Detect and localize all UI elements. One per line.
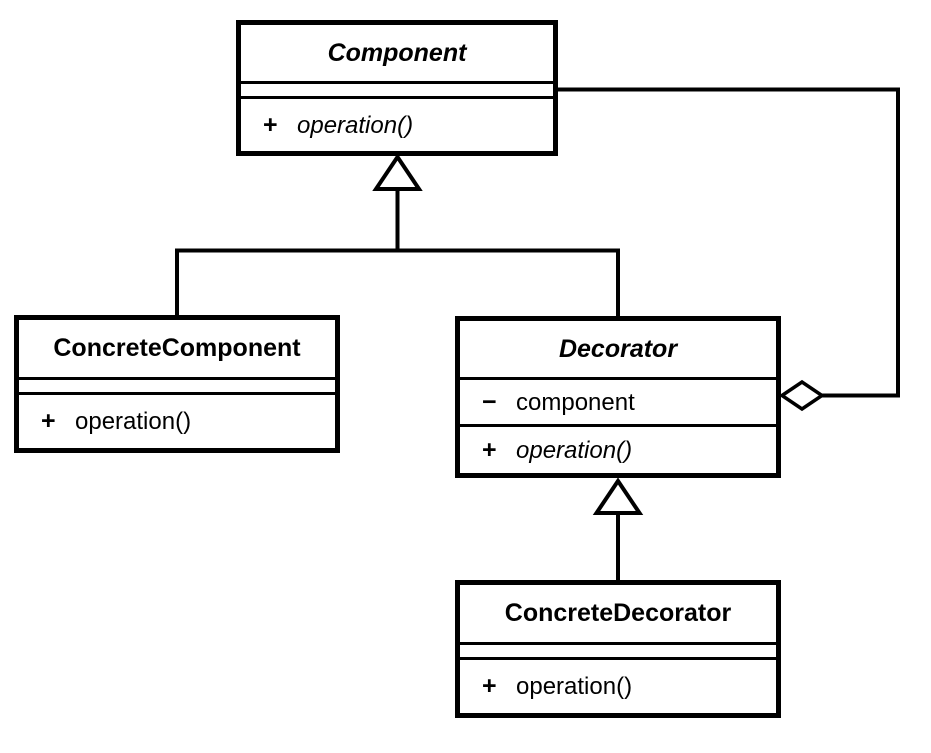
class-attributes-compartment [460,645,776,660]
hollow-triangle-icon [372,153,423,191]
class-operations-compartment: + operation() [241,99,553,151]
class-operations-compartment: + operation() [460,660,776,713]
class-box-decorator[interactable]: Decorator − component + operation() [455,316,781,478]
operation-row[interactable]: + operation() [460,672,632,701]
operation-row[interactable]: + operation() [460,436,632,465]
generalization-tree-component [175,153,620,318]
visibility-marker: + [41,407,56,435]
class-operations-compartment: + operation() [19,395,335,448]
aggregation-decorator-component [556,87,900,412]
class-name-label: Decorator [558,334,678,363]
class-name-compartment: Decorator [460,321,776,380]
class-name-label: ConcreteComponent [53,334,301,362]
class-operations-compartment: + operation() [460,427,776,473]
generalization-concrete-decorator [592,477,644,582]
class-attributes-compartment [19,380,335,395]
operation-row[interactable]: + operation() [19,407,191,436]
hollow-triangle-icon [592,477,644,515]
class-name-compartment: ConcreteDecorator [460,585,776,645]
operation-label: operation() [75,408,192,435]
operation-label: operation() [516,673,633,700]
class-box-concrete-decorator[interactable]: ConcreteDecorator + operation() [455,580,781,718]
class-name-compartment: Component [241,25,553,84]
class-attributes-compartment [241,84,553,99]
class-name-compartment: ConcreteComponent [19,320,335,380]
attribute-row[interactable]: − component [460,388,635,417]
class-attributes-compartment: − component [460,380,776,427]
attribute-label: component [516,388,635,416]
visibility-marker: − [482,387,497,416]
visibility-marker: + [482,672,497,700]
class-name-label: Component [327,38,467,67]
operation-label: operation() [516,436,633,464]
class-name-label: ConcreteDecorator [504,599,732,627]
class-box-concrete-component[interactable]: ConcreteComponent + operation() [14,315,340,453]
class-box-component[interactable]: Component + operation() [236,20,558,156]
operation-label: operation() [297,111,414,139]
visibility-marker: + [482,435,497,464]
hollow-diamond-icon [778,379,826,412]
visibility-marker: + [263,110,278,139]
operation-row[interactable]: + operation() [241,111,413,140]
